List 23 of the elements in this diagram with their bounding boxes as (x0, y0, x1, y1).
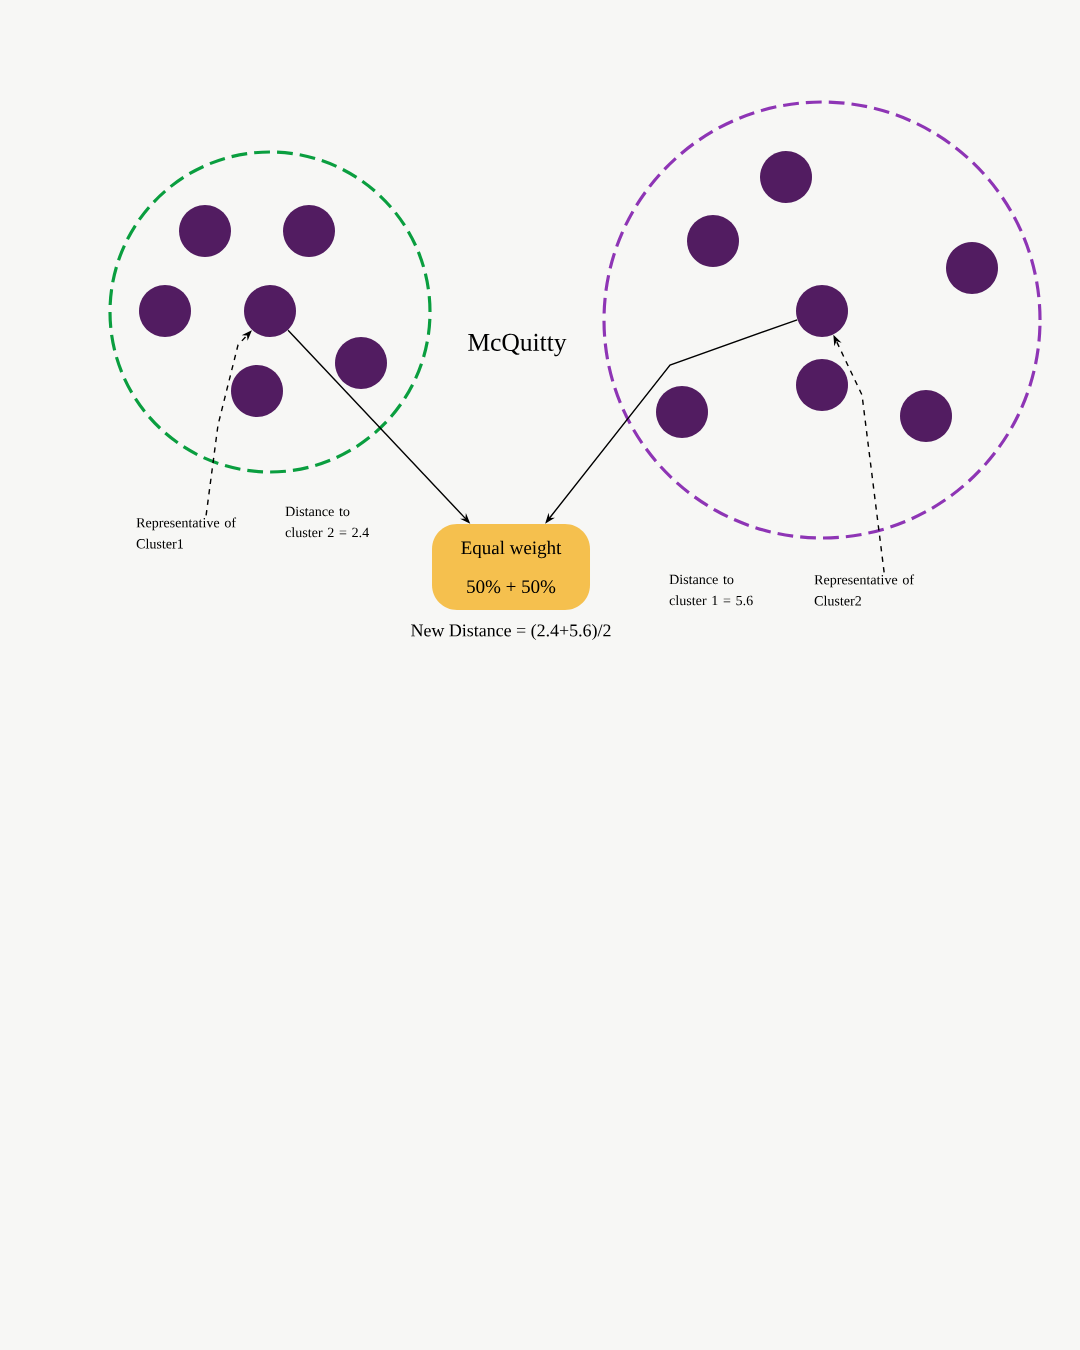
formula-text: New Distance = (2.4+5.6)/2 (411, 623, 611, 641)
annotation-text: Representative of Cluster2 (814, 574, 915, 606)
data-point (760, 151, 812, 203)
data-point (946, 242, 998, 294)
annotation-text: Representative of Cluster1 (136, 517, 237, 549)
data-point (900, 390, 952, 442)
dashed-arrow (205, 330, 252, 517)
distance-label: Distance to cluster 2 = 2.4 (285, 506, 369, 538)
data-point (687, 215, 739, 267)
distance-label: Distance to cluster 1 = 5.6 (669, 574, 753, 606)
data-point (796, 359, 848, 411)
data-point (244, 285, 296, 337)
data-point (231, 365, 283, 417)
cluster-circle (602, 100, 1042, 540)
data-point (283, 205, 335, 257)
title: McQuitty (468, 333, 567, 357)
data-point (335, 337, 387, 389)
data-point (656, 386, 708, 438)
data-point (139, 285, 191, 337)
cluster-circle (108, 150, 432, 474)
weight-box: Equal weight 50% + 50% (432, 524, 590, 610)
data-point (179, 205, 231, 257)
data-point (796, 285, 848, 337)
